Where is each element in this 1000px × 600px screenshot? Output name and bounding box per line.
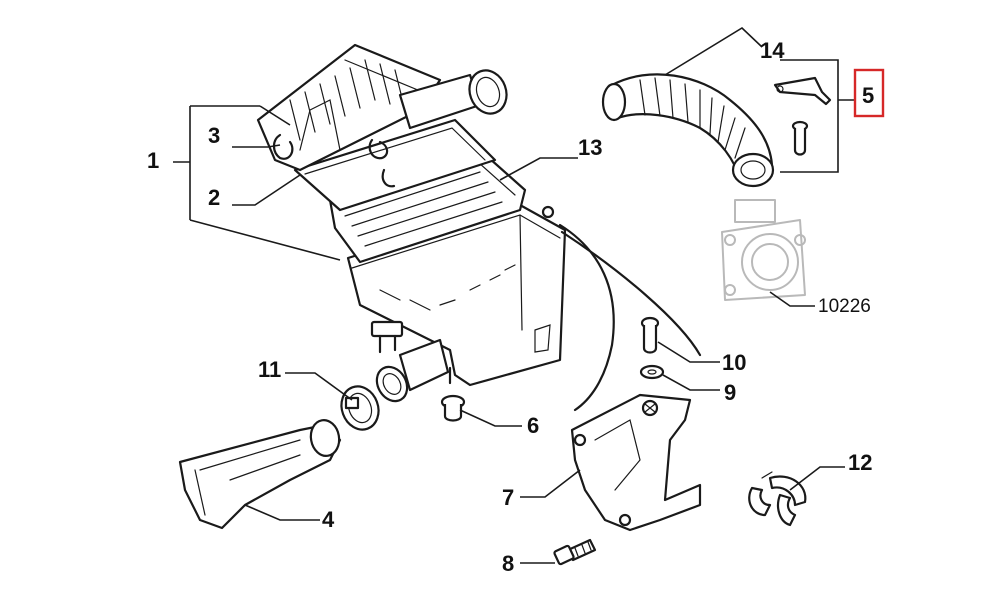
group-bracket-5 <box>780 59 839 173</box>
callout-14: 14 <box>760 38 785 63</box>
grommet <box>440 394 466 422</box>
highlight-box-5 <box>853 68 885 118</box>
callout-6: 6 <box>527 413 539 438</box>
bolt-8 <box>553 538 597 566</box>
callout-10: 10 <box>722 350 746 375</box>
support-bracket <box>570 393 702 532</box>
callout-4: 4 <box>322 507 335 532</box>
bracket-wire <box>558 223 615 412</box>
hose-bracket-bolt <box>791 120 809 156</box>
intake-hose <box>601 73 775 188</box>
throttle-body <box>721 199 806 301</box>
air-filter-housing <box>256 43 567 403</box>
intake-duct <box>178 419 342 530</box>
bracket-wire-2 <box>560 230 702 357</box>
callout-8: 8 <box>502 551 514 576</box>
callout-9: 9 <box>724 380 736 405</box>
hose-clamp <box>340 385 380 431</box>
hose-clip <box>748 471 807 527</box>
callout-5: 5 <box>862 83 874 108</box>
washer-9 <box>639 364 665 380</box>
hose-bracket <box>773 76 832 106</box>
callout-2: 2 <box>208 185 220 210</box>
callout-11: 11 <box>258 357 281 382</box>
callout-12: 12 <box>848 450 872 475</box>
leader-lines <box>173 26 845 564</box>
callout-13: 13 <box>578 135 602 160</box>
callout-1: 1 <box>147 148 159 173</box>
callout-3: 3 <box>208 123 220 148</box>
bolt-10 <box>640 316 660 354</box>
callout-7: 7 <box>502 485 514 510</box>
callout-10226: 10226 <box>818 296 871 317</box>
